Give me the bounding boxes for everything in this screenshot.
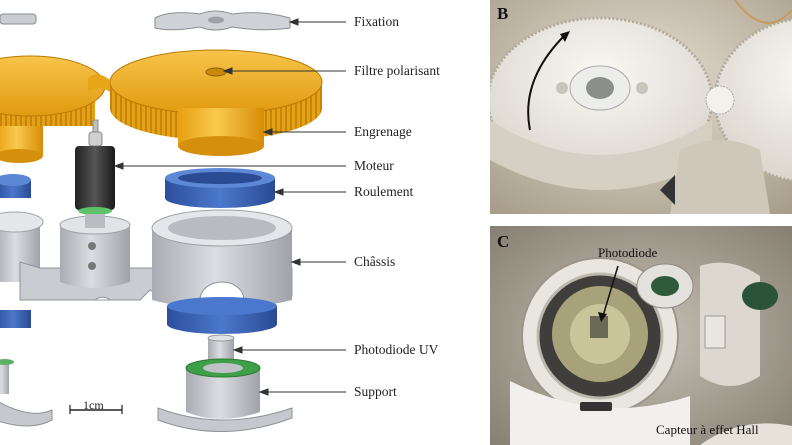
motor xyxy=(75,119,115,215)
label-roulement: Roulement xyxy=(354,184,414,199)
bearing-right xyxy=(165,168,275,208)
label-filtre-polarisant: Filtre polarisant xyxy=(354,63,440,78)
bearing-left xyxy=(0,174,31,198)
fixation-right xyxy=(154,10,291,31)
exploded-view-drawing xyxy=(0,10,346,432)
scale-bar xyxy=(69,405,123,414)
bearing-lower-right xyxy=(167,297,277,334)
label-support: Support xyxy=(354,384,397,399)
scale-bar-label: 1cm xyxy=(83,398,104,412)
label-photodiode-uv: Photodiode UV xyxy=(354,342,439,357)
photodiode-uv xyxy=(207,334,235,360)
support-right xyxy=(157,358,293,432)
label-photodiode-photo: Photodiode xyxy=(598,245,658,260)
label-chassis: Châssis xyxy=(354,254,396,269)
label-fixation: Fixation xyxy=(354,14,400,29)
photo-b xyxy=(490,0,792,214)
gear-mesh xyxy=(88,74,110,92)
label-engrenage: Engrenage xyxy=(354,124,412,139)
panel-label-c: C xyxy=(497,232,510,251)
photo-c xyxy=(490,226,792,445)
gear-right xyxy=(109,49,323,156)
label-moteur: Moteur xyxy=(354,158,394,173)
support-left xyxy=(0,359,53,427)
chassis xyxy=(0,209,293,309)
label-hall-sensor: Capteur à effet Hall xyxy=(656,422,759,437)
gear-left xyxy=(0,55,106,163)
panel-label-b: B xyxy=(497,4,509,23)
leader-lines xyxy=(113,18,346,396)
bearing-lower-left xyxy=(0,310,31,328)
fixation-left xyxy=(0,13,37,25)
